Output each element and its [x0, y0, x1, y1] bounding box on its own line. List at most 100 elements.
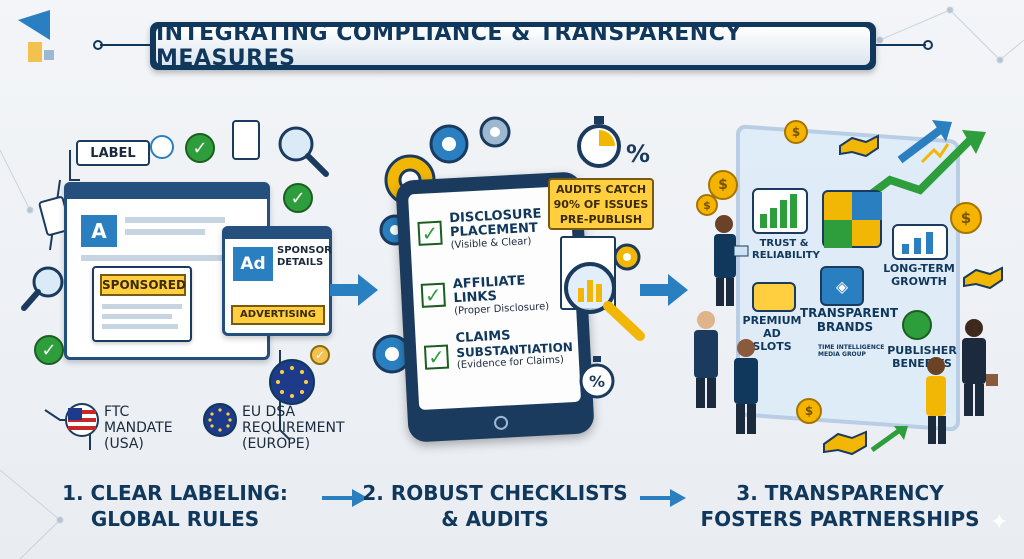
brands-tile: ◈	[820, 266, 864, 306]
text-line	[102, 314, 172, 319]
label-line: GROWTH	[891, 275, 947, 288]
audit-line: 90% OF ISSUES	[553, 198, 649, 211]
publisher-icon	[902, 310, 932, 340]
eu-line: REQUIREMENT	[242, 420, 345, 436]
ftc-line: MANDATE	[104, 420, 173, 436]
checkbox-checked: ✓	[417, 220, 443, 246]
sponsored-card: SPONSORED	[92, 266, 192, 342]
person-figure	[926, 357, 946, 444]
checkbox-checked: ✓	[423, 344, 450, 370]
text-line	[125, 229, 205, 235]
bar-chart-tile	[752, 188, 808, 234]
caption-line: 2. ROBUST CHECKLISTS	[362, 481, 628, 505]
media-logo: TIME INTELLIGENCE MEDIA GROUP	[818, 344, 898, 358]
caption-line: & AUDITS	[441, 507, 549, 531]
growth-label: LONG-TERM GROWTH	[880, 262, 958, 288]
audit-line: AUDITS CATCH	[555, 183, 647, 196]
home-button-icon	[493, 415, 509, 431]
growth-arrow-icon	[870, 426, 908, 453]
arrow-right-icon	[322, 489, 368, 507]
content-letter-icon: A	[81, 215, 117, 247]
caption-line: 1. CLEAR LABELING:	[62, 481, 288, 505]
browser-toolbar	[67, 185, 267, 199]
magnifier-icon	[21, 266, 64, 311]
eu-line: EU DSA	[242, 404, 296, 420]
growth-tile	[892, 224, 948, 260]
premium-tile	[752, 282, 796, 312]
coin-icon: $	[796, 398, 822, 424]
text-line	[125, 217, 225, 223]
person-figure	[694, 311, 718, 408]
magnifier-icon	[278, 126, 329, 177]
sponsor-details-text: SPONSOR DETAILS	[277, 245, 332, 268]
title-banner-inner: INTEGRATING COMPLIANCE & TRANSPARENCY ME…	[156, 21, 870, 71]
label-line: TRUST &	[759, 238, 809, 249]
eu-dsa-label: EU DSA REQUIREMENT (EUROPE)	[242, 404, 352, 452]
advertising-tag: ADVERTISING	[231, 305, 325, 325]
audit-callout: AUDITS CATCH 90% OF ISSUES PRE-PUBLISH	[548, 178, 654, 230]
text-line	[102, 304, 182, 309]
audit-line: PRE-PUBLISH	[559, 213, 643, 226]
price-tag-icon	[232, 120, 260, 160]
us-flag-icon	[65, 403, 99, 437]
ad-box: Ad	[233, 247, 273, 281]
premium-label: PREMIUM AD SLOTS	[742, 314, 802, 353]
text-line	[81, 255, 231, 261]
business-people	[694, 215, 998, 444]
coin-icon: $	[784, 120, 808, 144]
panel1-caption: 1. CLEAR LABELING: GLOBAL RULES	[30, 480, 320, 532]
handshake-icon	[823, 430, 867, 456]
arrow-right-icon	[330, 274, 378, 306]
label-tag-text: LABEL	[90, 145, 136, 161]
puzzle-piece	[852, 192, 882, 220]
percent-icon: %	[626, 140, 651, 168]
panel2-caption: 2. ROBUST CHECKLISTS & AUDITS	[350, 480, 640, 532]
trust-label: TRUST & RELIABILITY	[752, 238, 820, 262]
check-icon: ✓	[310, 345, 330, 365]
label-line: PREMIUM	[742, 314, 802, 327]
title-banner: INTEGRATING COMPLIANCE & TRANSPARENCY ME…	[150, 21, 876, 71]
person-figure	[734, 339, 758, 434]
gear-icon	[429, 124, 469, 164]
label-tag: LABEL	[76, 140, 150, 166]
sparkle-icon: ✦	[990, 510, 1009, 535]
sponsored-tag: SPONSORED	[100, 274, 186, 296]
logo-line: MEDIA GROUP	[818, 351, 866, 358]
label-line: LONG-TERM	[883, 262, 955, 275]
check-icon: ✓	[283, 183, 313, 213]
brands-label: TRANSPARENT BRANDS	[800, 306, 899, 334]
person-figure	[962, 319, 998, 416]
eu-flag-icon	[203, 403, 237, 437]
arrow-right-icon	[640, 489, 686, 507]
coin-icon: $	[696, 194, 718, 216]
shield-icon: ◈	[835, 276, 849, 296]
caption-line: GLOBAL RULES	[90, 507, 260, 531]
check-icon: ✓	[185, 133, 215, 163]
ftc-line: (USA)	[104, 436, 144, 452]
small-arrow-icon	[920, 143, 950, 164]
ad-browser-window: Ad SPONSOR DETAILS ADVERTISING	[222, 226, 332, 336]
logo-line: TIME INTELLIGENCE	[818, 344, 885, 351]
handshake-icon	[839, 134, 879, 158]
eu-line: (EUROPE)	[242, 436, 311, 452]
stopwatch-icon	[577, 116, 621, 168]
bar-chart-icon	[902, 232, 933, 254]
puzzle-piece	[824, 220, 852, 248]
gear-icon	[479, 116, 511, 148]
label-line: TRANSPARENT	[800, 306, 899, 320]
ftc-mandate-label: FTC MANDATE (USA)	[104, 404, 174, 452]
page-title: INTEGRATING COMPLIANCE & TRANSPARENCY ME…	[156, 21, 742, 71]
text-line	[102, 324, 178, 329]
caption-line: 3. TRANSPARENCY	[736, 481, 944, 505]
checkbox-checked: ✓	[420, 282, 446, 308]
magnifier-icon	[564, 262, 645, 341]
person-figure	[714, 215, 749, 306]
svg-text:%: %	[589, 372, 605, 391]
bar-chart-icon	[760, 194, 797, 228]
label-line: BRANDS	[816, 320, 874, 334]
arrow-right-icon	[640, 274, 688, 306]
ftc-line: FTC	[104, 404, 130, 420]
list-icon	[150, 135, 174, 159]
stopwatch-icon: %	[579, 356, 615, 399]
